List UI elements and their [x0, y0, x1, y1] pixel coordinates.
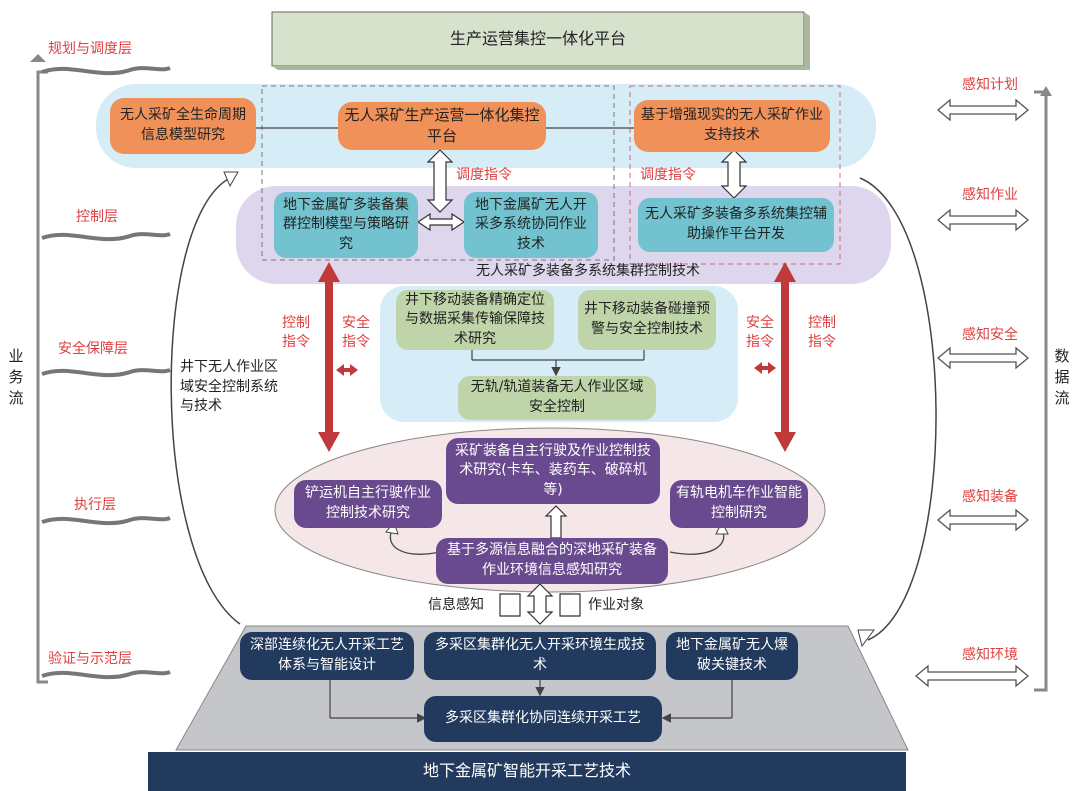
layer-validation: 验证与示范层 [48, 651, 132, 667]
wave-planning [41, 66, 171, 76]
perceive-safety: 感知安全 [962, 327, 1018, 343]
control-band-title: 无人采矿多装备多系统集群控制技术 [476, 263, 700, 279]
perception-box: 基于多源信息融合的深地采矿装备作业环境信息感知研究 [436, 538, 668, 584]
work-object-label: 作业对象 [588, 597, 644, 613]
dispatch-label-left: 调度指令 [456, 167, 512, 183]
aux-platform-box: 无人采矿多装备多系统集控辅助操作平台开发 [638, 198, 834, 252]
layer-planning: 规划与调度层 [48, 41, 132, 57]
perceive-plan: 感知计划 [962, 77, 1018, 93]
lifecycle-model-box: 无人采矿全生命周期信息模型研究 [110, 98, 256, 154]
cluster-model-box: 地下金属矿多装备集群控制模型与策略研究 [274, 192, 418, 258]
layer-control: 控制层 [76, 209, 118, 225]
multi-area-env-box: 多采区集群化无人开采环境生成技术 [424, 632, 656, 680]
scraper-control-box: 铲运机自主行驶作业控制技术研究 [294, 480, 442, 528]
multi-system-box: 地下金属矿无人开采多系统协同作业技术 [464, 192, 598, 258]
dashed-group-left [261, 85, 615, 261]
zone-safety-box: 无轨/轨道装备无人作业区域安全控制 [458, 376, 656, 420]
wave-execution [41, 516, 171, 526]
bottom-platform-title: 地下金属矿智能开采工艺技术 [422, 761, 631, 781]
data-flow-label: 数据流 [1054, 347, 1070, 407]
control-cmd-right: 控制指令 [808, 315, 836, 350]
ar-support-box: 基于增强现实的无人采矿作业支持技术 [634, 100, 830, 152]
layer-safety: 安全保障层 [58, 341, 128, 357]
safety-side-label: 井下无人作业区域安全控制系统与技术 [180, 359, 278, 415]
wave-validation [41, 670, 171, 680]
deep-continuous-box: 深部连续化无人开采工艺体系与智能设计 [240, 632, 414, 680]
business-flow-label: 业务流 [8, 347, 24, 407]
blasting-box: 地下金属矿无人爆破关键技术 [666, 632, 798, 680]
autonomous-equipment-box: 采矿装备自主行驶及作业控制技术研究(卡车、装药车、破碎机等) [446, 438, 660, 504]
collaborative-box: 多采区集群化协同连续开采工艺 [424, 696, 662, 742]
dispatch-label-right: 调度指令 [640, 167, 696, 183]
execution-ellipse [274, 427, 826, 593]
info-perception-label: 信息感知 [428, 597, 484, 613]
info-double-arrow [526, 583, 554, 625]
top-platform-title: 生产运营集控一体化平台 [449, 28, 626, 48]
wave-safety [41, 368, 171, 378]
safety-cmd-left: 安全指令 [342, 315, 370, 350]
perceive-equipment: 感知装备 [962, 489, 1018, 505]
perceive-operation: 感知作业 [962, 187, 1018, 203]
dashed-group-right [629, 85, 841, 265]
wave-control [41, 232, 171, 242]
ops-platform-box: 无人采矿生产运营一体化集控平台 [338, 102, 546, 150]
positioning-box: 井下移动装备精确定位与数据采集传输保障技术研究 [396, 290, 554, 350]
layer-execution: 执行层 [74, 497, 116, 513]
dispatch-double-arrow-left [426, 149, 454, 213]
perceive-environment: 感知环境 [962, 647, 1018, 663]
collision-box: 井下移动装备碰撞预警与安全控制技术 [578, 290, 716, 350]
rail-control-box: 有轨电机车作业智能控制研究 [670, 480, 808, 528]
safety-cmd-right: 安全指令 [746, 315, 774, 350]
control-cmd-left: 控制指令 [282, 315, 310, 350]
